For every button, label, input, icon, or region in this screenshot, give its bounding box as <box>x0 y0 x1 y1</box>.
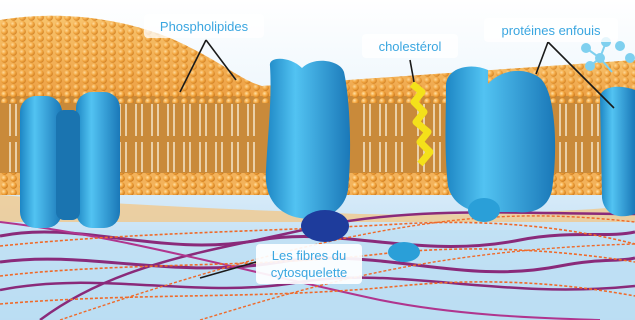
label-proteines-text: protéines enfouis <box>501 23 601 38</box>
membrane-protein-right <box>446 67 556 222</box>
label-cholesterol: cholestérol <box>362 34 458 58</box>
protein-peripheral-dark <box>301 210 349 242</box>
label-fibres-line1: Les fibres du <box>272 248 346 263</box>
label-cholesterol-text: cholestérol <box>379 39 442 54</box>
label-phospholipides-text: Phospholipides <box>160 19 249 34</box>
label-phospholipides: Phospholipides <box>144 14 264 38</box>
membrane-protein-left <box>20 92 120 228</box>
label-fibres: Les fibres du cytosquelette <box>256 244 362 284</box>
label-proteines: protéines enfouis <box>484 18 618 42</box>
label-fibres-line2: cytosquelette <box>271 265 348 280</box>
protein-fragment <box>388 242 420 262</box>
